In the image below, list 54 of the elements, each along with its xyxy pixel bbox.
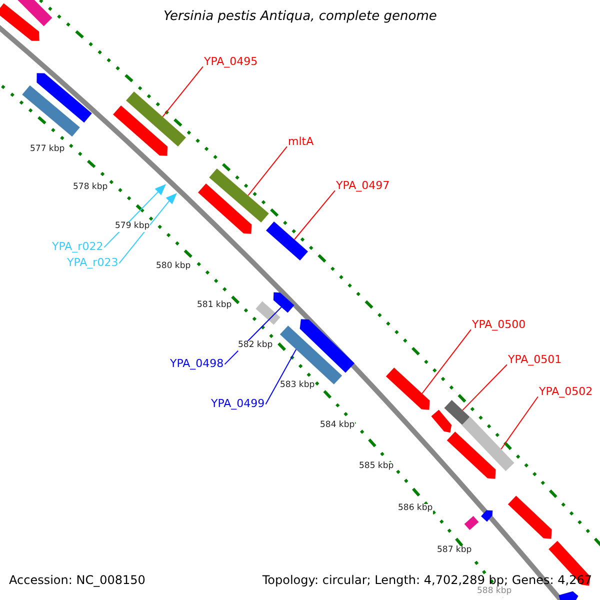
position-label: 580 kbp (156, 262, 191, 272)
gene-block (256, 301, 280, 325)
leader-line (118, 200, 170, 264)
position-label: 582 kbp (238, 341, 273, 351)
position-label: 579 kbp (115, 222, 150, 232)
position-label: 586 kbp (398, 504, 433, 514)
gene-block (0, 3, 40, 41)
title: Yersinia pestis Antiqua, complete genome (164, 10, 437, 25)
gene-block (198, 184, 252, 234)
position-label: 584 kbp (320, 421, 355, 431)
leader-line (162, 66, 204, 118)
gene-label: YPA_0501 (508, 354, 562, 367)
leader-line (248, 146, 288, 196)
gene-block (36, 73, 92, 123)
gene-block (386, 368, 430, 410)
gene-label: YPA_0495 (204, 56, 258, 69)
gene-block (126, 92, 186, 146)
gene-block (444, 400, 470, 425)
position-label: 587 kbp (437, 546, 472, 556)
gene-block (431, 410, 452, 433)
gene-block (266, 222, 308, 260)
leader-line (265, 348, 297, 405)
gene-block (481, 510, 493, 522)
gene-label: YPA_0497 (336, 180, 390, 193)
gene-block (273, 292, 294, 313)
gene-label: YPA_r023 (67, 257, 118, 270)
leader-line (422, 329, 472, 394)
position-label: 588 kbp (477, 587, 512, 597)
gene-block (22, 85, 80, 137)
gene-label: YPA_0502 (539, 386, 593, 399)
rna-marker (154, 184, 166, 196)
gene-label: YPA_0500 (472, 319, 526, 332)
gene-block (300, 319, 354, 373)
gene-block (508, 496, 552, 539)
leader-line (294, 190, 336, 240)
accession-text: Accession: NC_008150 (9, 574, 146, 588)
gene-block (113, 106, 168, 156)
leader-line (462, 364, 508, 411)
leader-line (500, 396, 538, 450)
position-label: 581 kbp (197, 301, 232, 311)
rna-marker (166, 193, 177, 204)
gene-label: YPA_0498 (170, 358, 224, 371)
gene-label: YPA_0499 (211, 398, 265, 411)
gene-block (558, 591, 578, 600)
position-label: 578 kbp (73, 183, 108, 193)
gene-label: mltA (288, 136, 314, 149)
gene-label: YPA_r022 (52, 241, 104, 254)
gene-block (464, 516, 479, 530)
gene-block (209, 168, 269, 222)
position-label: 577 kbp (30, 145, 65, 155)
position-label: 583 kbp (280, 381, 315, 391)
gene-block (462, 416, 514, 472)
position-label: 585 kbp (359, 462, 394, 472)
gene-block (446, 432, 496, 479)
